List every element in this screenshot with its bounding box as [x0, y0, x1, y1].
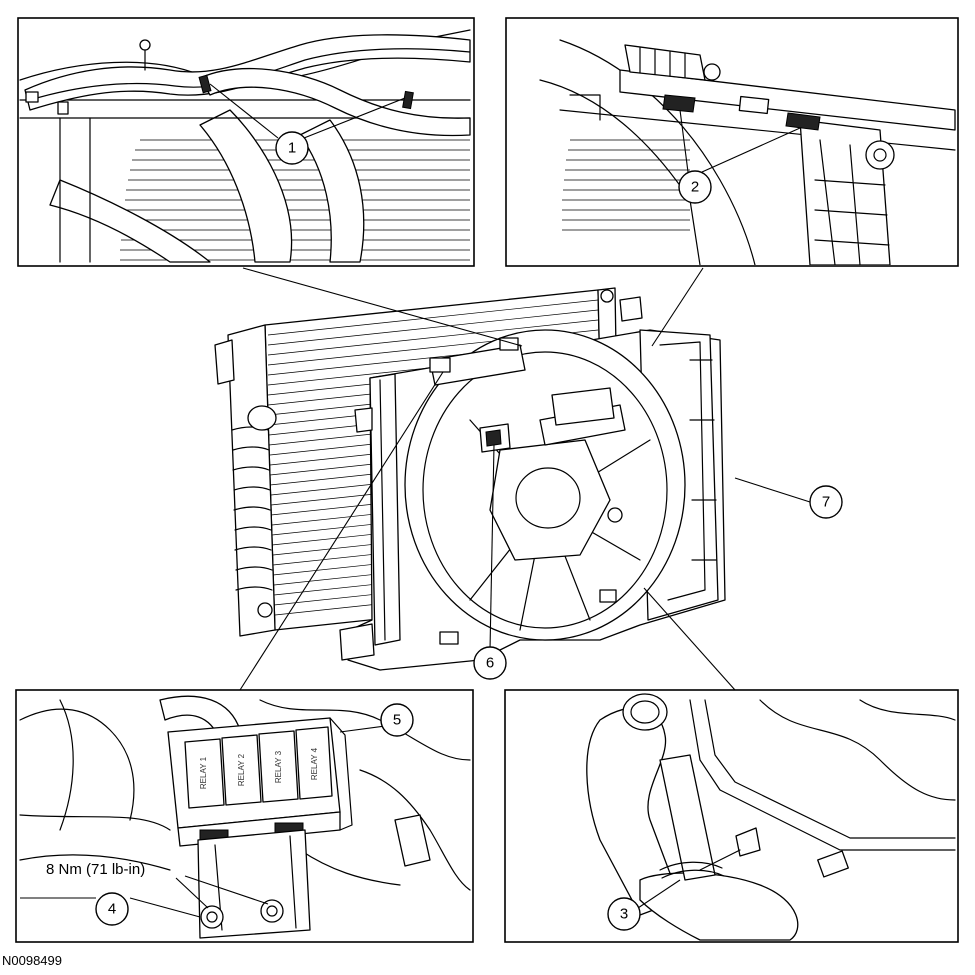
relay-label-3: RELAY 3 [274, 750, 283, 783]
svg-text:6: 6 [486, 655, 494, 672]
callout-6: 6 [473, 646, 507, 680]
callout-4: 4 [95, 892, 129, 926]
svg-text:1: 1 [288, 140, 296, 157]
svg-text:7: 7 [822, 494, 830, 511]
svg-text:RELAY 3: RELAY 3 [274, 750, 283, 783]
svg-text:RELAY 4: RELAY 4 [310, 747, 319, 780]
torque-spec-label: 8 Nm (71 lb-in) [46, 861, 145, 878]
relay-box-illustration [19, 695, 471, 939]
callout-7: 7 [809, 485, 843, 519]
wiring-harness-illustration [19, 29, 471, 263]
relay-label-2: RELAY 2 [237, 753, 246, 786]
svg-text:2: 2 [691, 179, 699, 196]
figure-id: N0098499 [2, 953, 62, 968]
relay-label-1: RELAY 1 [199, 756, 208, 789]
relay-label-4: RELAY 4 [310, 747, 319, 780]
callout-2: 2 [678, 170, 712, 204]
hose-clamp-illustration [586, 693, 956, 941]
svg-text:RELAY 2: RELAY 2 [237, 753, 246, 786]
callout-1: 1 [275, 131, 309, 165]
callout-5: 5 [380, 703, 414, 737]
svg-text:5: 5 [393, 712, 401, 729]
svg-text:3: 3 [620, 906, 628, 923]
callout-3: 3 [607, 897, 641, 931]
radiator-fan-assembly [214, 287, 726, 671]
detail-panel-wiring-clips [17, 17, 475, 267]
shroud-clip-illustration [539, 39, 956, 265]
svg-text:4: 4 [108, 901, 116, 918]
detail-panel-shroud-clips [505, 17, 959, 267]
detail-panel-hose-clamp [504, 689, 959, 943]
svg-text:RELAY 1: RELAY 1 [199, 756, 208, 789]
